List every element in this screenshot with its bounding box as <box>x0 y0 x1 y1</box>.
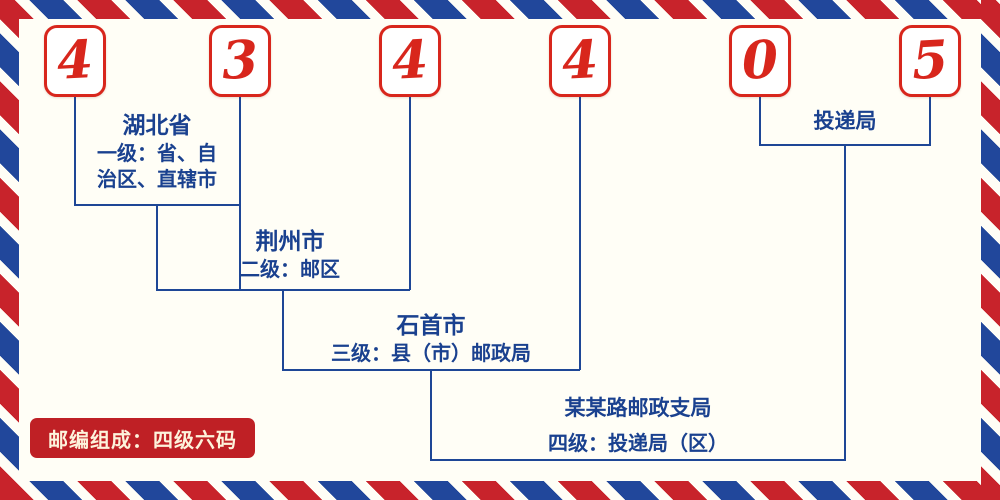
level2-region-name: 荆州市 <box>255 229 325 255</box>
level1-desc-line2: 治区、直辖市 <box>97 167 217 191</box>
airmail-border-top <box>0 0 1000 19</box>
connector-level3-bracket <box>282 290 580 371</box>
airmail-border-bottom <box>0 481 1000 500</box>
postal-digit-box-1: 4 <box>44 25 106 97</box>
level4-branch-name: 某某路邮政支局 <box>564 396 712 420</box>
delivery-office-name: 投递局 <box>813 109 877 133</box>
postal-digit-box-6: 5 <box>899 25 961 97</box>
delivery-office-label: 投递局 <box>745 107 945 135</box>
postal-digit-box-3: 4 <box>379 25 441 97</box>
composition-badge: 邮编组成：四级六码 <box>30 418 255 458</box>
connector-level4-bracket <box>430 145 846 461</box>
connector-level2-bracket <box>156 205 410 291</box>
level4-desc: 四级：投递局（区） <box>548 431 728 455</box>
level3-region-name: 石首市 <box>396 313 466 339</box>
connector-delivery-bracket <box>759 97 931 146</box>
level1-region-name: 湖北省 <box>122 113 192 139</box>
level3-desc: 三级：县（市）邮政局 <box>331 341 531 365</box>
level1-desc-line1: 一级：省、自 <box>97 141 217 165</box>
level3-label: 石首市 三级：县（市）邮政局 <box>281 312 581 366</box>
level4-label: 某某路邮政支局 四级：投递局（区） <box>488 394 788 456</box>
airmail-border-left <box>0 0 19 500</box>
composition-badge-text: 邮编组成：四级六码 <box>48 427 237 452</box>
level2-label: 荆州市 二级：邮区 <box>190 228 390 282</box>
postal-digit-box-4: 4 <box>549 25 611 97</box>
airmail-border-right <box>981 0 1000 500</box>
level1-label: 湖北省 一级：省、自 治区、直辖市 <box>57 112 257 192</box>
postal-digit-6: 5 <box>910 29 950 92</box>
postal-digit-5: 0 <box>740 29 780 92</box>
postal-digit-1: 4 <box>55 29 95 92</box>
level2-desc: 二级：邮区 <box>240 257 340 281</box>
postal-digit-4: 4 <box>560 29 600 92</box>
connector-level1-bracket <box>74 97 240 206</box>
postal-digit-box-5: 0 <box>729 25 791 97</box>
postal-digit-2: 3 <box>220 29 260 92</box>
postal-digit-3: 4 <box>390 29 430 92</box>
postal-digit-box-2: 3 <box>209 25 271 97</box>
